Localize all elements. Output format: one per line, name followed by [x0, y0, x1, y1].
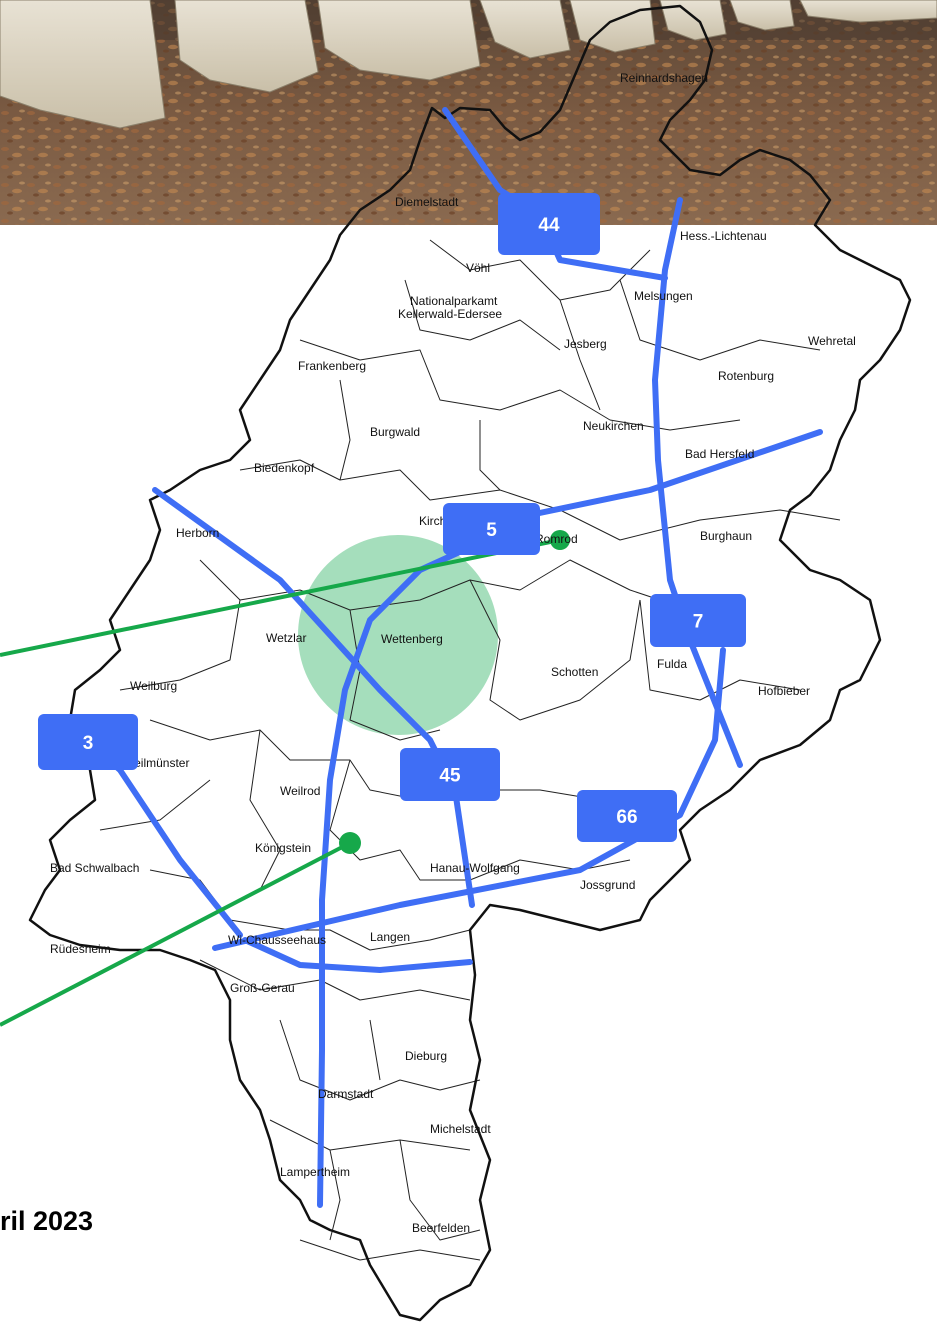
route-line-langen	[242, 937, 473, 973]
district-label: Melsungen	[634, 289, 693, 303]
circle-marker-icon	[550, 530, 570, 550]
district-label: Romrod	[535, 532, 578, 546]
route-badge-label: 3	[83, 733, 94, 754]
route-badge-44: 44	[498, 193, 600, 255]
district-label: Hess.-Lichtenau	[680, 229, 767, 243]
district-label: Wetzlar	[266, 631, 306, 645]
route-badge-66: 66	[577, 790, 677, 842]
district-label: Hofbieber	[758, 684, 810, 698]
district-label: Fulda	[657, 657, 687, 671]
district-borders	[99, 239, 841, 1261]
district-label: Königstein	[255, 841, 311, 855]
district-label: Herborn	[176, 526, 219, 540]
district-label: Kellerwald-Edersee	[398, 307, 502, 321]
district-label: Vöhl	[466, 261, 490, 275]
district-label: Weilburg	[130, 679, 177, 693]
route-badge-label: 7	[693, 612, 704, 633]
route-badge-label: 5	[486, 520, 497, 541]
district-label: Groß-Gerau	[230, 981, 295, 995]
date-caption: ril 2023	[0, 1206, 94, 1236]
route-badge-label: 44	[538, 215, 560, 236]
district-label: Biedenkopf	[254, 461, 315, 475]
district-label: Wehretal	[808, 334, 856, 348]
route-badge-box	[577, 790, 677, 842]
route-badge-7: 7	[650, 594, 746, 647]
district-label: Weilmünster	[123, 756, 189, 770]
route-badge-box	[38, 714, 138, 770]
route-badge-label: 66	[616, 807, 637, 828]
district-label: Langen	[370, 930, 410, 944]
district-label: Darmstadt	[318, 1087, 374, 1101]
district-label: Frankenberg	[298, 359, 366, 373]
route-badge-box	[498, 193, 600, 255]
route-badge-3: 3	[38, 714, 138, 770]
district-label: Nationalparkamt	[410, 294, 498, 308]
district-label: Diemelstadt	[395, 195, 459, 209]
district-label: Jossgrund	[580, 878, 635, 892]
district-label: Burgwald	[370, 425, 420, 439]
route-badge-box	[443, 503, 540, 555]
district-label: Rotenburg	[718, 369, 774, 383]
route-badges: 44 5 7 3 45 66	[38, 193, 746, 842]
district-label: Rüdesheim	[50, 942, 111, 956]
district-label: Hanau-Wolfgang	[430, 861, 520, 875]
district-label: Beerfelden	[412, 1221, 470, 1235]
district-label: Lampertheim	[280, 1165, 350, 1179]
district-label: Reinhardshagen	[620, 71, 708, 85]
route-badge-5: 5	[443, 503, 540, 555]
district-label: Schotten	[551, 665, 598, 679]
circle-marker-icon	[339, 832, 361, 854]
district-label: Burghaun	[700, 529, 752, 543]
district-label: Bad Schwalbach	[50, 861, 139, 875]
district-label: Bad Hersfeld	[685, 447, 754, 461]
district-label: Wettenberg	[381, 632, 443, 646]
route-line-66	[212, 647, 726, 951]
district-label: Weilrod	[280, 784, 320, 798]
pointer-lines	[0, 530, 570, 1027]
route-badge-label: 45	[439, 766, 461, 787]
district-label: Dieburg	[405, 1049, 447, 1063]
district-label: Michelstadt	[430, 1122, 491, 1136]
district-label: Wi-Chausseehaus	[228, 933, 326, 947]
route-badge-box	[650, 594, 746, 647]
route-line-45	[152, 487, 475, 908]
district-label: Neukirchen	[583, 419, 644, 433]
log-pile-photo	[0, 0, 937, 225]
district-label: Jesberg	[564, 337, 607, 351]
route-badge-45: 45	[400, 748, 500, 801]
route-badge-box	[400, 748, 500, 801]
route-line-ns	[317, 517, 533, 1208]
